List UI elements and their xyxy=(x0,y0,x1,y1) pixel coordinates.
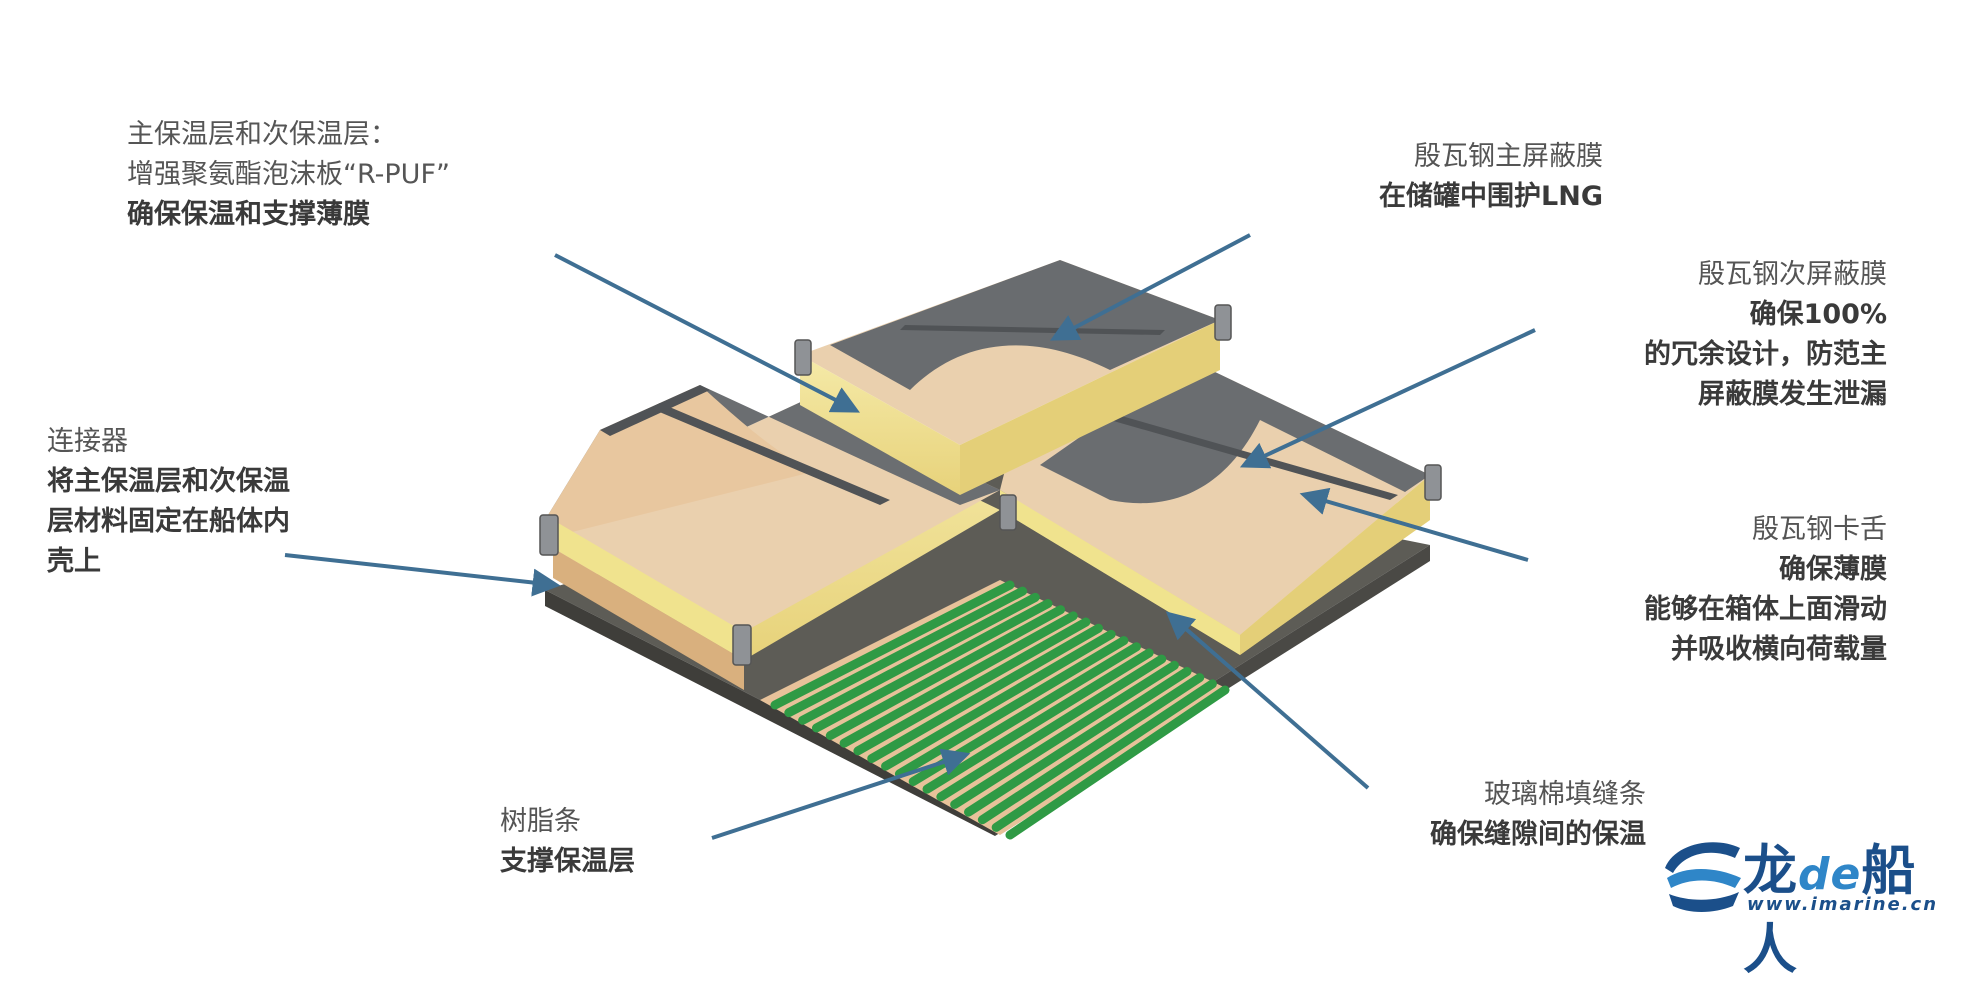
arrow-glasswool xyxy=(1165,611,1370,790)
label-connector: 连接器 将主保温层和次保温 层材料固定在船体内 壳上 xyxy=(47,422,290,582)
label-secondary-membrane: 殷瓦钢次屏蔽膜 确保100% 的冗余设计，防范主 屏蔽膜发生泄漏 xyxy=(1585,255,1887,415)
membrane-cross-section-illustration xyxy=(284,233,1536,840)
label-connector-desc-1: 将主保温层和次保温 xyxy=(47,466,290,497)
label-insulation: 主保温层和次保温层： 增强聚氨酯泡沫板“R-PUF” 确保保温和支撑薄膜 xyxy=(127,115,450,235)
logo-word-a: 龙 xyxy=(1743,839,1798,902)
label-tongue-desc-2: 能够在箱体上面滑动 xyxy=(1644,594,1887,625)
resin-strip xyxy=(991,679,1217,832)
resin-strip-bed xyxy=(760,580,1230,840)
resin-strip xyxy=(811,599,1053,733)
coupler-set xyxy=(539,304,1442,666)
label-insulation-material: 增强聚氨酯泡沫板“R-PUF” xyxy=(127,159,450,190)
label-insulation-title: 主保温层和次保温层： xyxy=(127,119,397,150)
label-tongue: 殷瓦钢卡舌 确保薄膜 能够在箱体上面滑动 并吸收横向荷载量 xyxy=(1585,510,1887,670)
lower-left-insulation-box xyxy=(545,385,1000,690)
label-primary-membrane: 殷瓦钢主屏蔽膜 在储罐中围护LNG xyxy=(1345,137,1603,217)
resin-strip xyxy=(894,636,1129,779)
resin-strip xyxy=(853,617,1091,756)
resin-strip xyxy=(977,673,1205,825)
label-insulation-desc: 确保保温和支撑薄膜 xyxy=(127,199,370,230)
label-tongue-title: 殷瓦钢卡舌 xyxy=(1752,514,1887,545)
arrow-insulation xyxy=(554,253,860,413)
arrow-secondary xyxy=(1239,328,1536,469)
label-primary-desc: 在储罐中围护LNG xyxy=(1379,181,1603,212)
resin-strip xyxy=(964,666,1192,817)
resin-strip xyxy=(839,611,1078,748)
resin-strip xyxy=(784,586,1028,718)
label-resin: 树脂条 支撑保温层 xyxy=(500,802,635,882)
resin-strip xyxy=(936,654,1167,802)
resin-strip xyxy=(867,623,1104,764)
resin-strip xyxy=(1005,685,1230,840)
site-logo: 龙de船人 www.imarine.cn xyxy=(1655,828,1955,981)
ship-emblem-icon xyxy=(1665,842,1741,912)
label-glasswool-desc: 确保缝隙间的保温 xyxy=(1430,819,1646,850)
arrow-resin xyxy=(711,748,971,840)
label-primary-title: 殷瓦钢主屏蔽膜 xyxy=(1414,141,1603,172)
resin-strip xyxy=(950,660,1179,809)
pointer-arrows xyxy=(284,233,1536,840)
label-tongue-desc-3: 并吸收横向荷载量 xyxy=(1671,634,1887,665)
logo-url: www.imarine.cn xyxy=(1747,894,1939,915)
arrow-connector xyxy=(284,553,561,597)
resin-strip xyxy=(825,605,1066,741)
label-resin-desc: 支撑保温层 xyxy=(500,846,635,877)
label-tongue-desc-1: 确保薄膜 xyxy=(1779,554,1887,585)
resin-strip xyxy=(881,629,1116,771)
label-connector-title: 连接器 xyxy=(47,426,128,457)
label-resin-title: 树脂条 xyxy=(500,806,581,837)
label-connector-desc-3: 壳上 xyxy=(47,546,101,577)
label-connector-desc-2: 层材料固定在船体内 xyxy=(47,506,290,537)
label-secondary-desc-3: 屏蔽膜发生泄漏 xyxy=(1698,379,1887,410)
resin-strip xyxy=(798,592,1040,725)
resin-strip xyxy=(770,580,1015,710)
label-secondary-desc-2: 的冗余设计，防范主 xyxy=(1644,339,1887,370)
arrow-primary xyxy=(1050,233,1251,341)
diagram: 主保温层和次保温层： 增强聚氨酯泡沫板“R-PUF” 确保保温和支撑薄膜 殷瓦钢… xyxy=(47,115,1955,981)
arrow-tongue xyxy=(1299,487,1529,562)
label-glass-wool: 玻璃棉填缝条 确保缝隙间的保温 xyxy=(1380,775,1646,855)
right-insulation-box xyxy=(1000,360,1430,655)
label-secondary-title: 殷瓦钢次屏蔽膜 xyxy=(1698,259,1887,290)
label-glasswool-title: 玻璃棉填缝条 xyxy=(1484,779,1646,810)
label-secondary-desc-1: 确保100% xyxy=(1749,299,1887,330)
logo-word-de: de xyxy=(1798,849,1862,900)
